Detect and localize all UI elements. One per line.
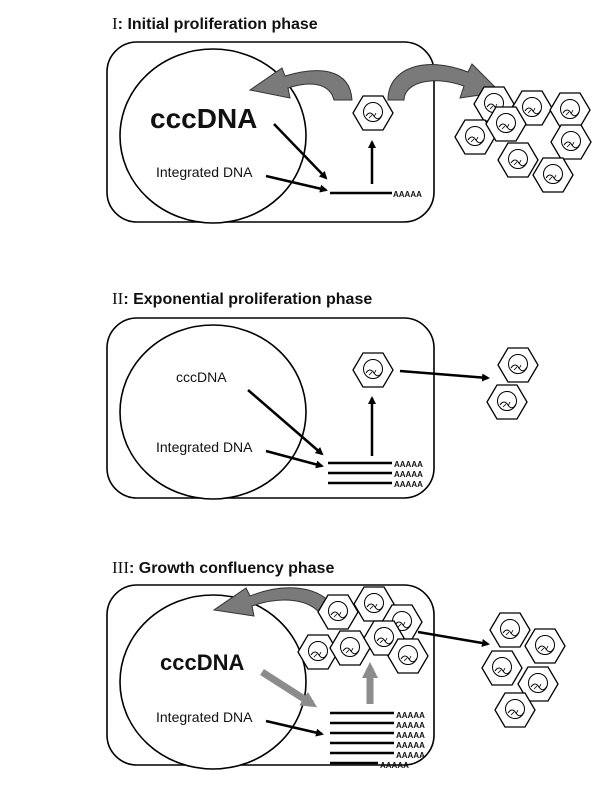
polya-tail: AAAAA (396, 711, 425, 720)
integrated-dna-label: Integrated DNA (156, 164, 253, 180)
hexagon-virion-icon (352, 95, 394, 131)
cell-boundary (106, 584, 435, 766)
hexagon-virion-icon (497, 347, 539, 383)
panel-3-title: III: Growth confluency phase (112, 558, 334, 578)
cccdna-label: cccDNA (160, 650, 244, 675)
nucleus (119, 324, 307, 500)
cell-boundary (106, 317, 435, 499)
hexagon-virion-icon (352, 352, 394, 388)
cccdna-label: cccDNA (150, 103, 257, 134)
panel-2: cccDNA Integrated DNA AAAAA AAAAA AAAAA (106, 317, 539, 500)
panel-1: cccDNA Integrated DNA AAAAA (106, 41, 592, 224)
panel-2-roman: II (112, 289, 124, 308)
panel-3: cccDNA Integrated DNA AAAAA AAAAA AAAAA … (106, 584, 566, 770)
arrow-integrated-to-rna (265, 449, 324, 469)
hexagon-virion-icon (329, 630, 371, 666)
arrow-integrated-to-rna (265, 719, 324, 737)
secretion-arrow (417, 630, 490, 647)
hexagon-virion-icon (549, 92, 591, 128)
polya-tail: AAAAA (380, 761, 409, 770)
hexagon-virion-icon (550, 124, 592, 160)
arrow-integrated-to-rna (265, 174, 328, 193)
recycling-arrow (212, 587, 339, 617)
panel-1-title: I: Initial proliferation phase (112, 14, 318, 34)
polya-tail: AAAAA (393, 190, 422, 199)
nucleus (119, 594, 307, 770)
hexagon-virion-icon (481, 650, 523, 686)
panel-1-roman: I (112, 14, 118, 33)
arrow-cccdna-to-rna (247, 389, 324, 456)
hexagon-virion-icon (532, 157, 574, 193)
secretion-arrow (399, 369, 490, 382)
recycling-arrow (248, 67, 353, 101)
panel-2-title-text: : Exponential proliferation phase (123, 291, 373, 308)
polya-tail: AAAAA (394, 460, 423, 469)
arrow-cccdna-to-rna (273, 123, 328, 180)
hexagon-virion-icon (524, 628, 566, 664)
polya-tail: AAAAA (394, 470, 423, 479)
panel-3-roman: III (112, 558, 129, 577)
cell-boundary (106, 41, 435, 223)
hexagon-virion-icon (486, 384, 528, 420)
hexagon-virion-icon (497, 142, 539, 178)
grey-arrow-cccdna-to-rna (260, 669, 318, 708)
panel-1-title-text: : Initial proliferation phase (117, 16, 318, 33)
polya-tail: AAAAA (396, 751, 425, 760)
polya-tail: AAAAA (394, 480, 423, 489)
panel-3-title-text: : Growth confluency phase (128, 560, 335, 577)
integrated-dna-label: Integrated DNA (156, 439, 253, 455)
cccdna-label: cccDNA (176, 369, 227, 385)
polya-tail: AAAAA (396, 731, 425, 740)
secretion-arrow (387, 63, 502, 101)
hexagon-virion-icon (489, 612, 531, 648)
nucleus (119, 48, 307, 224)
polya-tail: AAAAA (396, 741, 425, 750)
panel-2-title: II: Exponential proliferation phase (112, 289, 372, 309)
polya-tail: AAAAA (396, 721, 425, 730)
integrated-dna-label: Integrated DNA (156, 709, 253, 725)
